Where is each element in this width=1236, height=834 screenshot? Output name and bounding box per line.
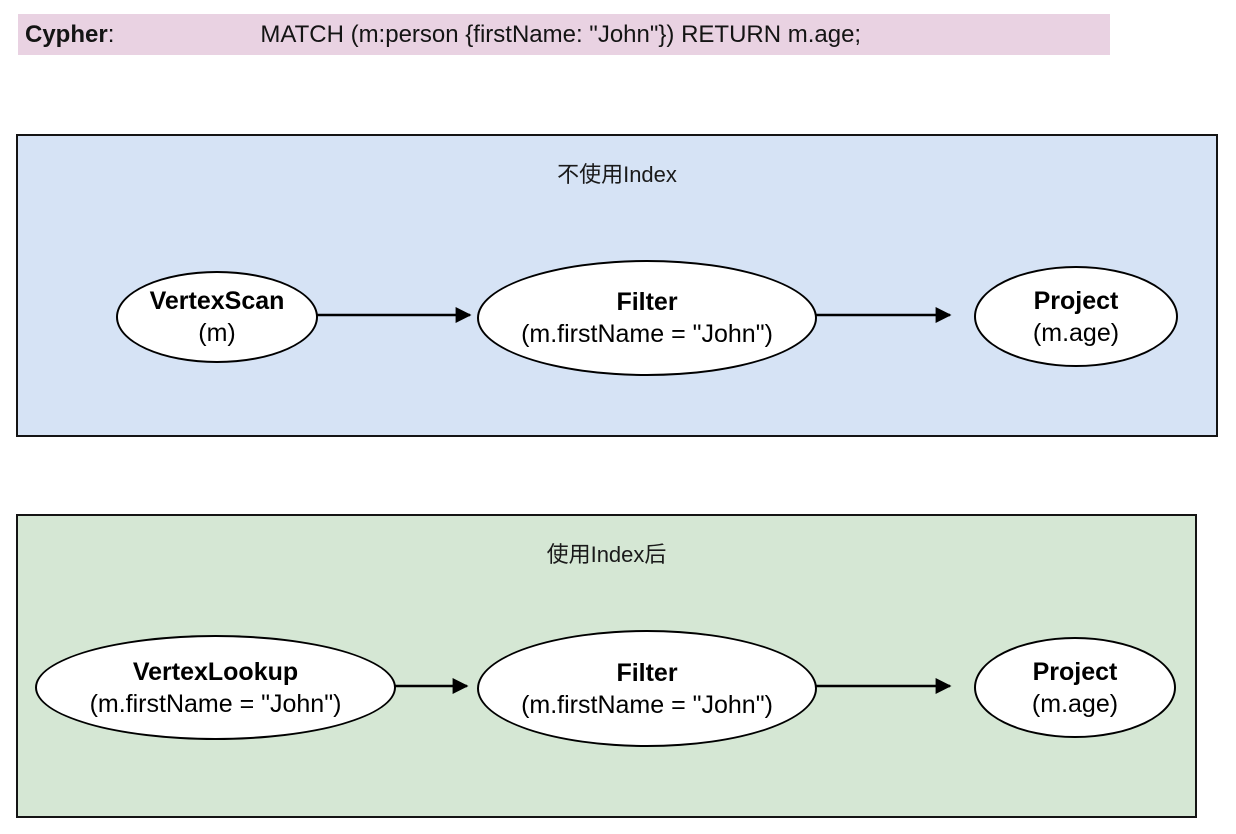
node-detail: (m): [198, 319, 236, 347]
node-name: Project: [1033, 286, 1119, 315]
node-detail: (m.firstName = "John"): [521, 320, 773, 348]
plan-node-vertexscan: VertexScan (m): [116, 271, 318, 363]
node-detail: (m.firstName = "John"): [521, 690, 773, 719]
panel-with-index-title: 使用Index后: [546, 542, 667, 567]
node-detail: (m.firstName = "John"): [89, 689, 342, 718]
panel-with-index: 使用Index后 VertexLookup (m.firstName = "Jo…: [16, 514, 1197, 818]
node-name: VertexScan: [149, 287, 285, 315]
plan-node-filter-withindex: Filter (m.firstName = "John"): [477, 630, 817, 747]
node-detail: (m.age): [1031, 689, 1119, 718]
node-name: Project: [1032, 657, 1118, 686]
plan-node-vertexlookup: VertexLookup (m.firstName = "John"): [35, 635, 396, 740]
plan-node-filter-noindex: Filter (m.firstName = "John"): [477, 260, 817, 376]
node-name: Filter: [616, 288, 678, 316]
node-name: Filter: [616, 658, 678, 687]
node-detail: (m.age): [1032, 318, 1120, 347]
panel-no-index: 不使用Index VertexScan (m) Filter (m.firstN…: [16, 134, 1218, 437]
plan-node-project-withindex: Project (m.age): [974, 637, 1176, 738]
cypher-query-bar: Cypher: MATCH (m:person {firstName: "Joh…: [18, 14, 1110, 55]
panel-no-index-title: 不使用Index: [557, 162, 677, 187]
cypher-label: Cypher: [25, 20, 108, 48]
plan-node-project-noindex: Project (m.age): [974, 266, 1178, 367]
cypher-colon: :: [107, 20, 115, 48]
node-name: VertexLookup: [132, 657, 299, 686]
cypher-query-text: MATCH (m:person {firstName: "John"}) RET…: [260, 20, 862, 48]
